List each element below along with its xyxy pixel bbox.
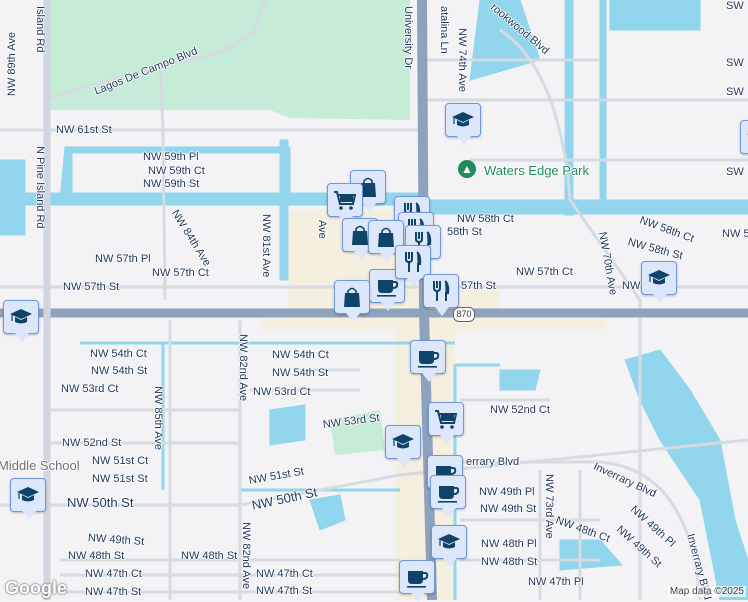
street-label: Ave (316, 220, 328, 239)
street-label: atalina Ln (438, 6, 450, 54)
street-label: NW 54th Ct (90, 348, 147, 360)
street-label: NW 57th St (63, 281, 120, 293)
street-label: 58th St (447, 226, 482, 238)
poi-marker-school[interactable] (740, 120, 748, 154)
shopping-bag-icon (378, 227, 394, 247)
street-label: SW (726, 0, 744, 12)
google-logo: Google (5, 578, 67, 598)
street-label: NW 47th Pl (528, 576, 584, 588)
poi-marker-coffee[interactable] (399, 560, 435, 602)
shopping-bag-icon (352, 225, 368, 245)
street-label: NW 49th St (480, 503, 537, 515)
school-icon (392, 434, 414, 449)
street-label: SW (726, 166, 744, 178)
street-label: NW 85th Ave (152, 386, 164, 450)
poi-marker-cart[interactable] (428, 402, 464, 444)
street-label: NW 54th St (91, 365, 148, 377)
poi-marker-school[interactable] (431, 525, 467, 567)
street-label: NW 53rd Ct (253, 386, 311, 398)
poi-marker-restaurant[interactable] (395, 245, 431, 287)
coffee-icon (418, 351, 440, 368)
street-label: NW 48th St (481, 556, 538, 568)
street-label: 57th St (461, 280, 496, 292)
poi-marker-school[interactable] (445, 103, 481, 145)
restaurant-icon (415, 231, 432, 252)
poi-marker-coffee[interactable] (410, 340, 446, 382)
street-label: NW 47th Ct (256, 568, 313, 580)
park-tree-icon: ▲ (458, 160, 476, 178)
street-label: NW 5 (722, 228, 748, 240)
park-label[interactable]: Waters Edge Park (484, 163, 590, 178)
street-label: NW 47th Ct (85, 568, 142, 580)
street-label: NW 54th Ct (272, 349, 329, 361)
street-label: NW 89th Ave (6, 32, 18, 96)
street-label: NW 59th Pl (143, 151, 199, 163)
poi-marker-school[interactable] (385, 425, 421, 467)
street-label: NW 57th Ct (152, 267, 209, 279)
street-label: NW 74th Ave (456, 28, 468, 92)
street-label: NW 58th Ct (457, 213, 514, 225)
street-label: NW 52nd Ct (490, 404, 550, 416)
street-label: Island Rd (34, 6, 46, 53)
street-label: NW 47th St (256, 585, 313, 597)
street-label: NW 53rd Ct (61, 383, 119, 395)
poi-marker-bag[interactable] (368, 220, 404, 262)
poi-marker-school[interactable] (3, 300, 39, 342)
street-label: N Pine Island Rd (34, 146, 46, 229)
shopping-bag-icon (344, 287, 360, 307)
street-label: NW 73rd Ave (543, 474, 555, 539)
street-label: SW (726, 57, 744, 69)
poi-marker-bag[interactable] (334, 280, 370, 322)
poi-marker-school[interactable] (10, 478, 46, 520)
map-attribution[interactable]: Map data ©2025 (667, 586, 746, 597)
shopping-cart-icon (435, 410, 458, 429)
route-870-shield: 870 (453, 307, 475, 322)
street-label: NW 50th St (67, 495, 134, 510)
street-label: University Dr (402, 6, 414, 69)
street-label: NW 57th Pl (95, 253, 151, 265)
street-label: NW 81st Ave (260, 214, 272, 278)
street-label: NW 82nd Ave (240, 522, 252, 590)
street-label: NW 48th Pl (481, 538, 537, 550)
street-label: NW 59th Ct (148, 165, 205, 177)
shopping-cart-icon (334, 191, 357, 210)
street-label: SW (726, 86, 744, 98)
poi-marker-cart[interactable] (327, 183, 363, 225)
street-label: errary Blvd (466, 456, 520, 468)
school-icon (10, 309, 32, 324)
school-icon (452, 112, 474, 127)
street-label: NW 52nd St (62, 437, 122, 449)
street-label: NW 82nd Ave (237, 334, 249, 402)
street-label: NW 57th Ct (516, 266, 573, 278)
park-area (330, 410, 385, 455)
poi-label[interactable]: Middle School (0, 458, 80, 473)
street-label: NW 59th St (143, 178, 200, 190)
golf-course-area (50, 0, 410, 120)
school-icon (438, 534, 460, 549)
coffee-icon (407, 571, 429, 588)
street-label: NW 54th St (272, 367, 329, 379)
poi-marker-school[interactable] (641, 261, 677, 303)
street-label: NW (622, 280, 641, 292)
restaurant-icon (405, 251, 422, 272)
school-icon (648, 270, 670, 285)
street-label: NW 48th St (181, 550, 238, 562)
coffee-icon (377, 280, 399, 297)
school-icon (17, 487, 39, 502)
street-label: NW 61st St (56, 124, 112, 136)
poi-marker-restaurant[interactable] (423, 274, 459, 316)
street-label: NW 47th St (85, 586, 142, 598)
street-label: NW 51st St (92, 473, 148, 485)
shopping-bag-icon (360, 177, 376, 197)
street-label: NW 49th Pl (479, 486, 535, 498)
coffee-icon (438, 486, 460, 503)
restaurant-icon (433, 280, 450, 301)
street-label: NW 48th St (68, 550, 125, 562)
poi-marker-coffee[interactable] (430, 475, 466, 517)
street-label: NW 51st Ct (92, 455, 149, 467)
